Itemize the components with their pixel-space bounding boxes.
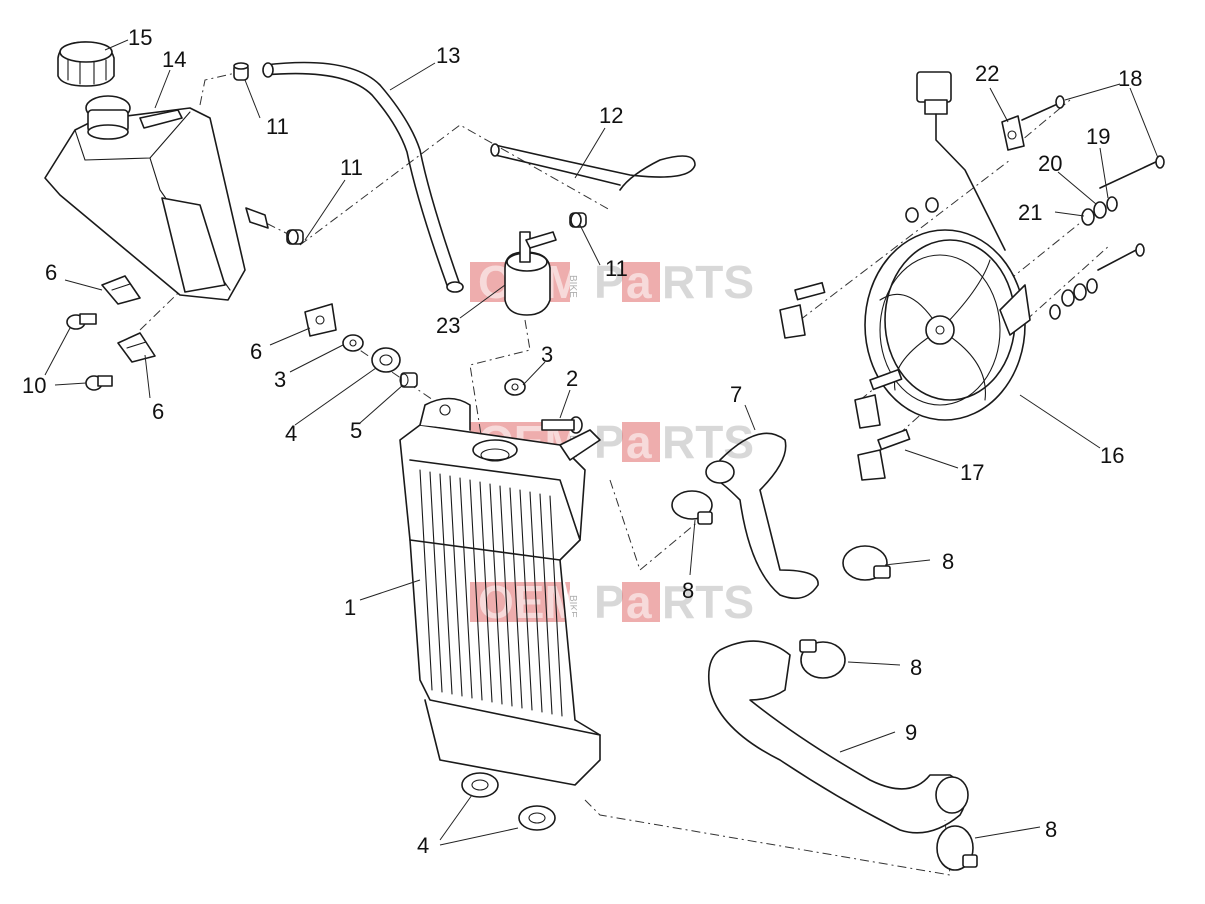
callout-6-left-bottom: 6 <box>152 399 164 424</box>
callout-22: 22 <box>975 61 999 86</box>
expansion-tank-cap <box>57 41 115 87</box>
callout-10: 10 <box>22 373 46 398</box>
fan-connector <box>916 71 1006 251</box>
callout-16: 16 <box>1100 443 1124 468</box>
callout-8-upper: 8 <box>942 549 954 574</box>
callout-labels: 15 14 11 11 13 12 11 23 6 10 6 6 3 4 5 3… <box>22 25 1142 858</box>
callout-9: 9 <box>905 720 917 745</box>
callout-14: 14 <box>162 47 186 72</box>
callout-2: 2 <box>566 366 578 391</box>
svg-text:a: a <box>626 256 652 308</box>
callout-11-top: 11 <box>266 114 289 139</box>
washer-3-right <box>504 378 526 396</box>
fan-mount-pin-17-bottom <box>857 428 911 481</box>
bracket-22 <box>1001 115 1025 151</box>
callout-3-left: 3 <box>274 367 286 392</box>
vent-hose <box>490 143 696 191</box>
cooling-fan <box>864 229 1031 421</box>
fan-mount-pin-17-middle <box>854 368 903 429</box>
svg-text:BIKE: BIKE <box>567 275 578 298</box>
radiator-hose-lower <box>707 640 969 834</box>
callout-11-mid: 11 <box>340 155 363 180</box>
svg-text:a: a <box>626 576 652 628</box>
callout-15: 15 <box>128 25 152 50</box>
bolt-2 <box>541 416 583 434</box>
clip-6-left-top <box>101 275 141 305</box>
svg-text:RTS: RTS <box>662 256 754 308</box>
callout-8-left: 8 <box>682 578 694 603</box>
callout-7: 7 <box>730 382 742 407</box>
callout-13: 13 <box>436 43 460 68</box>
leader-lines <box>44 39 1159 846</box>
callout-23: 23 <box>436 313 460 338</box>
clip-6-middle <box>304 303 337 337</box>
svg-text:RTS: RTS <box>662 576 754 628</box>
screw-18-right <box>1099 155 1165 189</box>
washer-3-left <box>342 334 364 352</box>
radiator-cap <box>504 231 557 316</box>
svg-text:BIKE: BIKE <box>567 595 578 618</box>
callout-4-left: 4 <box>285 421 297 446</box>
callout-19: 19 <box>1086 124 1110 149</box>
fan-mount-pin-17-top <box>779 281 826 339</box>
hose-clamp-8-lower <box>936 825 978 871</box>
svg-text:P: P <box>594 576 625 628</box>
callout-5: 5 <box>350 418 362 443</box>
screw-18-mid <box>1097 243 1145 271</box>
callout-11-right: 11 <box>605 256 628 281</box>
svg-text:P: P <box>594 256 625 308</box>
callout-21: 21 <box>1018 200 1042 225</box>
callout-4-bottom: 4 <box>417 833 429 858</box>
expansion-tank <box>44 95 269 301</box>
bolt-10-top <box>66 313 97 330</box>
callout-1: 1 <box>344 595 356 620</box>
hose-clamp-8-upper <box>842 545 891 581</box>
callout-18: 18 <box>1118 66 1142 91</box>
hose-clamp-8-left <box>671 490 713 525</box>
callout-6-left-top: 6 <box>45 260 57 285</box>
radiator <box>399 397 601 786</box>
callout-8-lower: 8 <box>1045 817 1057 842</box>
radiator-hose-upper <box>705 432 819 600</box>
grommet-4-bottom-right <box>518 805 556 831</box>
bolt-10-bottom <box>85 375 113 391</box>
svg-text:P: P <box>594 416 625 468</box>
hose-sleeve-3 <box>569 212 587 228</box>
hose-clamp-8-middle <box>799 639 846 679</box>
clip-6-left-bottom <box>117 332 156 363</box>
watermark-bottom: OEM BIKE P a RTS <box>470 576 754 628</box>
callout-6-middle: 6 <box>250 339 262 364</box>
grommet-4-bottom-left <box>461 772 499 798</box>
svg-text:RTS: RTS <box>662 416 754 468</box>
svg-text:a: a <box>626 416 652 468</box>
screw-18-top <box>1021 95 1065 121</box>
hose-sleeve-2 <box>286 229 304 245</box>
hose-sleeve-1 <box>233 62 249 81</box>
overflow-hose <box>262 61 464 293</box>
callout-12: 12 <box>599 103 623 128</box>
callout-20: 20 <box>1038 151 1062 176</box>
grommet-4-left <box>371 347 401 373</box>
spacer-5 <box>399 372 418 388</box>
callout-3-right: 3 <box>541 342 553 367</box>
washers-19-20-21 <box>905 196 1118 320</box>
callout-8-middle: 8 <box>910 655 922 680</box>
callout-17: 17 <box>960 460 984 485</box>
